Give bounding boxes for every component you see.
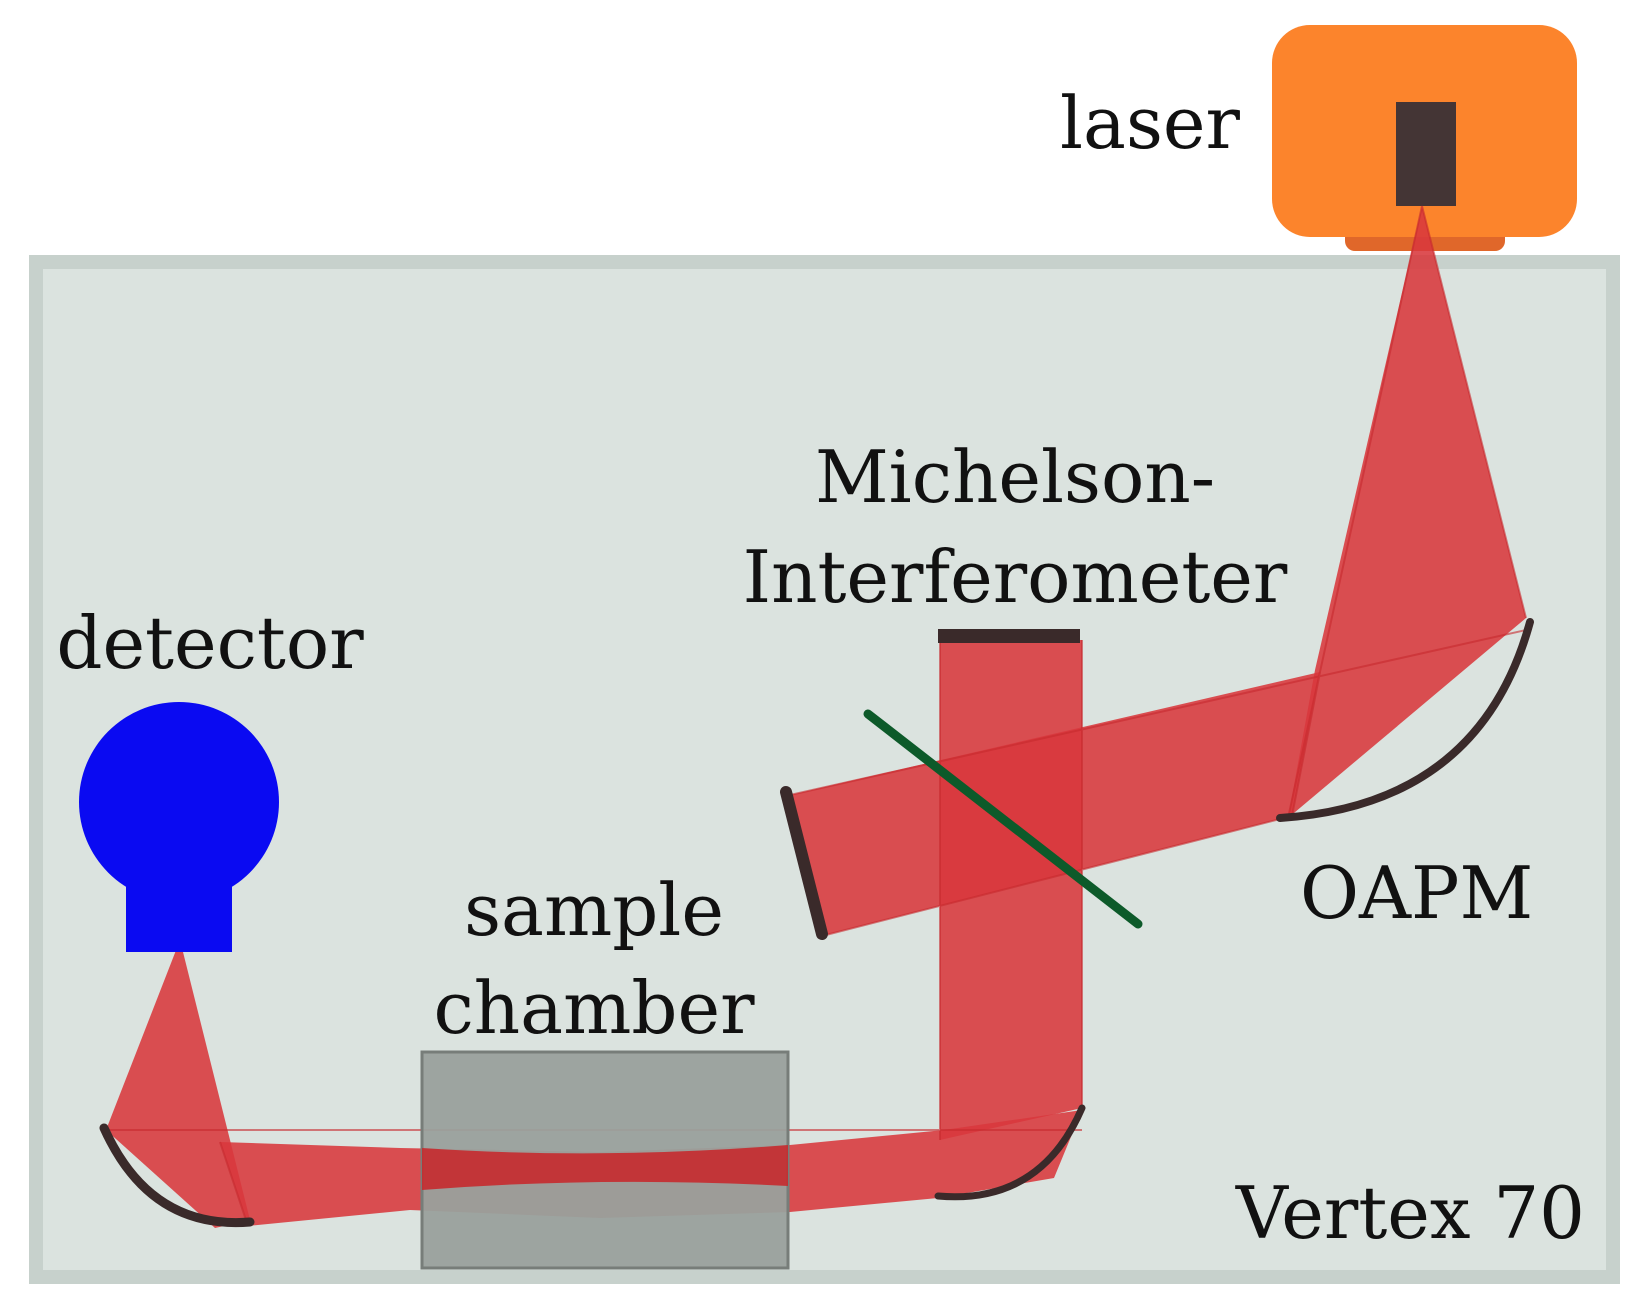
folding-mirror-right — [934, 1104, 1086, 1201]
michelson-label-line2: Interferometer — [743, 535, 1288, 619]
beam-waist — [422, 1145, 788, 1190]
michelson-label-line1: Michelson- — [815, 435, 1215, 519]
beam-vertical-arm — [940, 640, 1082, 1140]
spectrometer-housing — [29, 255, 1620, 1284]
detector-label: detector — [56, 601, 364, 685]
laser-aperture — [1396, 102, 1456, 206]
detector-base — [126, 865, 232, 952]
laser-label: laser — [1060, 81, 1241, 165]
detector — [79, 702, 279, 952]
mirrors — [99, 618, 1534, 1228]
oapm-label: OAPM — [1300, 851, 1533, 935]
sample-chamber-label-line2: chamber — [433, 966, 755, 1050]
housing-label: Vertex 70 — [1235, 1171, 1585, 1255]
beam-laser-cone — [1288, 206, 1526, 818]
beam-detector-cone — [106, 940, 250, 1228]
beamsplitter — [863, 709, 1143, 929]
beam-path — [106, 206, 1526, 1228]
sample-chamber-label-line1: sample — [464, 868, 724, 952]
detector-head — [79, 702, 279, 902]
focusing-mirror-left — [99, 1123, 255, 1228]
michelson-moving-mirror — [780, 786, 828, 940]
oapm-mirror — [1276, 618, 1534, 822]
